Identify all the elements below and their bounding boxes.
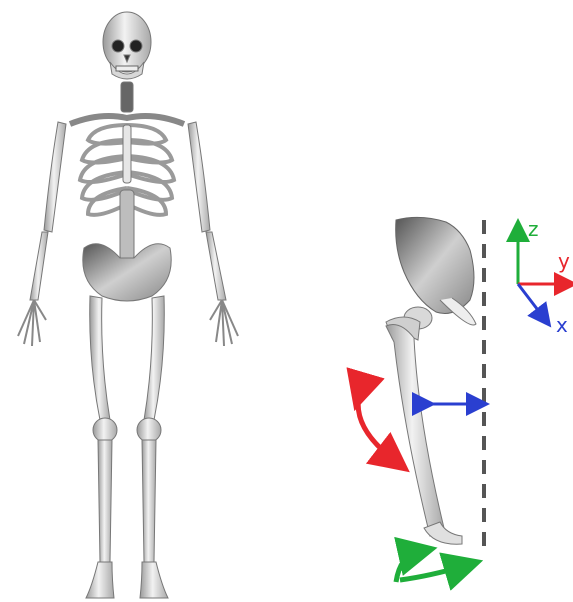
right-femur <box>144 296 164 420</box>
x-axis-icon <box>518 284 544 318</box>
skeleton-illustration <box>18 12 238 598</box>
right-knee <box>137 418 161 442</box>
left-forearm <box>30 232 48 300</box>
left-knee <box>93 418 117 442</box>
ground-arrow-forward <box>400 566 464 580</box>
left-femur <box>90 296 110 420</box>
right-forearm <box>206 232 226 300</box>
coordinate-frame: z y x <box>518 217 570 337</box>
skull <box>103 12 151 79</box>
right-hand <box>210 300 238 346</box>
left-tibia <box>98 440 112 562</box>
neck-vertebrae <box>121 82 133 112</box>
femur-shaft <box>386 325 444 537</box>
left-hand <box>18 300 46 346</box>
pelvis-fragment <box>396 217 474 313</box>
right-foot <box>140 562 168 598</box>
right-humerus <box>188 122 210 232</box>
right-tibia <box>142 440 156 562</box>
left-foot <box>86 562 114 598</box>
x-axis-label: x <box>556 313 568 337</box>
z-axis-label: z <box>528 217 539 241</box>
hip-femur-detail <box>386 217 476 544</box>
lumbar-spine <box>120 190 134 260</box>
rotation-arrow <box>358 392 394 460</box>
left-humerus <box>44 122 66 232</box>
clavicles <box>70 116 184 124</box>
sternum <box>123 125 131 183</box>
y-axis-label: y <box>558 249 570 273</box>
